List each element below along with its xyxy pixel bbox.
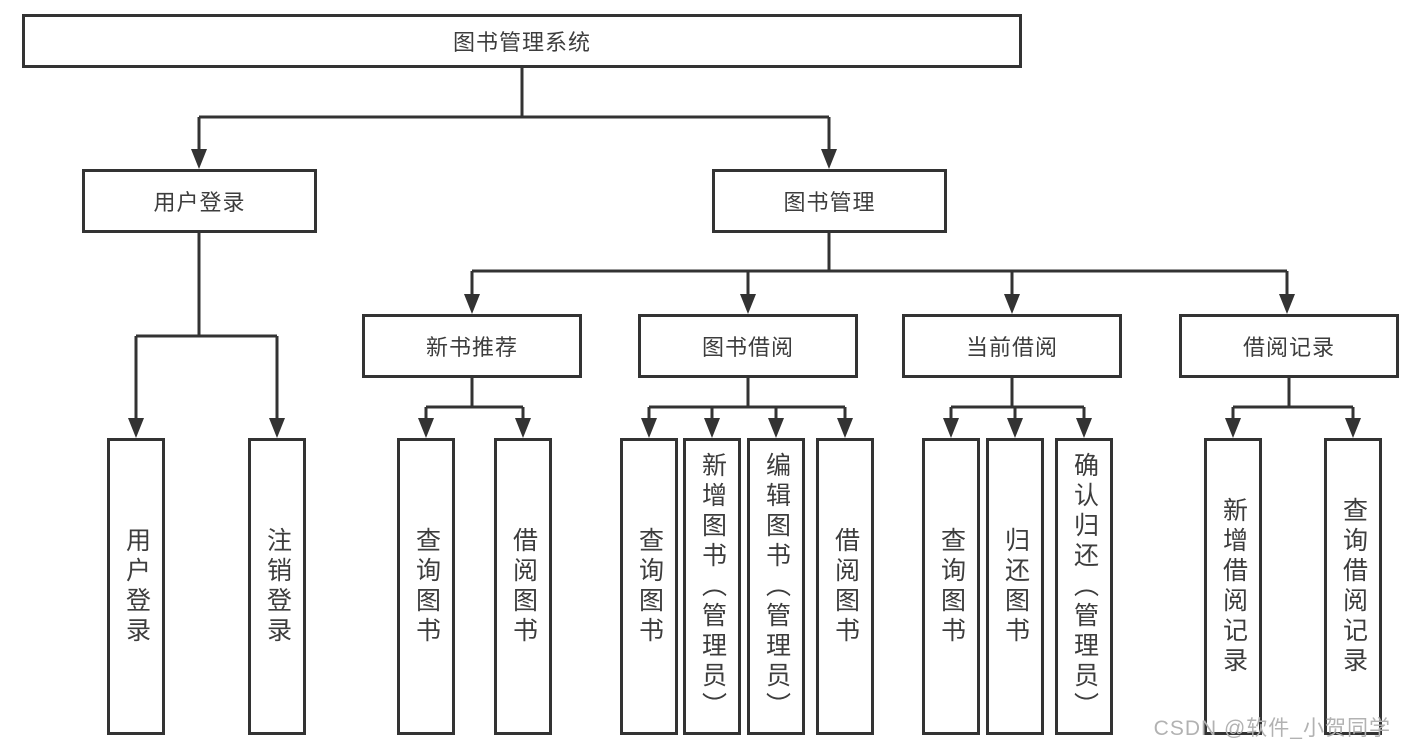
root-connector xyxy=(191,68,837,169)
leaf-add-borrow-record-label: 新增借阅记录 xyxy=(1219,496,1248,677)
leaf-return-books: 归还图书 xyxy=(986,438,1044,735)
leaf-borrow-books-newbook-label: 借阅图书 xyxy=(509,526,538,647)
leaf-query-books-newbook: 查询图书 xyxy=(397,438,455,735)
root-node: 图书管理系统 xyxy=(22,14,1022,68)
node-book-borrow: 图书借阅 xyxy=(638,314,858,378)
node-book-management-label: 图书管理 xyxy=(783,190,876,215)
user-login-connector xyxy=(128,233,285,438)
leaf-add-borrow-record: 新增借阅记录 xyxy=(1204,438,1262,735)
book-management-connector xyxy=(464,233,1295,314)
leaf-confirm-return-admin-label: 确认归还（管理员） xyxy=(1070,451,1099,722)
leaf-query-books-borrow: 查询图书 xyxy=(620,438,678,735)
node-user-login: 用户登录 xyxy=(82,169,317,233)
leaf-edit-books-admin: 编辑图书（管理员） xyxy=(747,438,805,735)
book-borrow-connector xyxy=(641,378,853,438)
leaf-borrow-books-label: 借阅图书 xyxy=(831,526,860,647)
node-current-borrow: 当前借阅 xyxy=(902,314,1122,378)
leaf-query-books-newbook-label: 查询图书 xyxy=(412,526,441,647)
leaf-query-books-current-label: 查询图书 xyxy=(937,526,966,647)
node-user-login-label: 用户登录 xyxy=(153,190,246,215)
leaf-confirm-return-admin: 确认归还（管理员） xyxy=(1055,438,1113,735)
node-new-book-recommend: 新书推荐 xyxy=(362,314,582,378)
leaf-user-login-label: 用户登录 xyxy=(122,526,151,647)
leaf-query-books-current: 查询图书 xyxy=(922,438,980,735)
leaf-logout-label: 注销登录 xyxy=(263,526,292,647)
node-current-borrow-label: 当前借阅 xyxy=(965,335,1058,360)
leaf-return-books-label: 归还图书 xyxy=(1001,526,1030,647)
leaf-add-books-admin: 新增图书（管理员） xyxy=(683,438,741,735)
leaf-logout: 注销登录 xyxy=(248,438,306,735)
watermark-text: CSDN @软件_小贺同学 xyxy=(1153,717,1391,740)
leaf-borrow-books-newbook: 借阅图书 xyxy=(494,438,552,735)
borrow-records-connector xyxy=(1225,378,1361,438)
leaf-query-books-borrow-label: 查询图书 xyxy=(635,526,664,647)
leaf-user-login: 用户登录 xyxy=(107,438,165,735)
leaf-query-borrow-record-label: 查询借阅记录 xyxy=(1339,496,1368,677)
node-book-management: 图书管理 xyxy=(712,169,947,233)
leaf-add-books-admin-label: 新增图书（管理员） xyxy=(698,451,727,722)
leaf-edit-books-admin-label: 编辑图书（管理员） xyxy=(762,451,791,722)
leaf-query-borrow-record: 查询借阅记录 xyxy=(1324,438,1382,735)
node-borrow-records-label: 借阅记录 xyxy=(1242,335,1335,360)
new-book-connector xyxy=(418,378,531,438)
node-new-book-recommend-label: 新书推荐 xyxy=(425,335,518,360)
current-borrow-connector xyxy=(943,378,1092,438)
leaf-borrow-books: 借阅图书 xyxy=(816,438,874,735)
node-book-borrow-label: 图书借阅 xyxy=(701,335,794,360)
node-borrow-records: 借阅记录 xyxy=(1179,314,1399,378)
root-node-label: 图书管理系统 xyxy=(452,30,591,55)
